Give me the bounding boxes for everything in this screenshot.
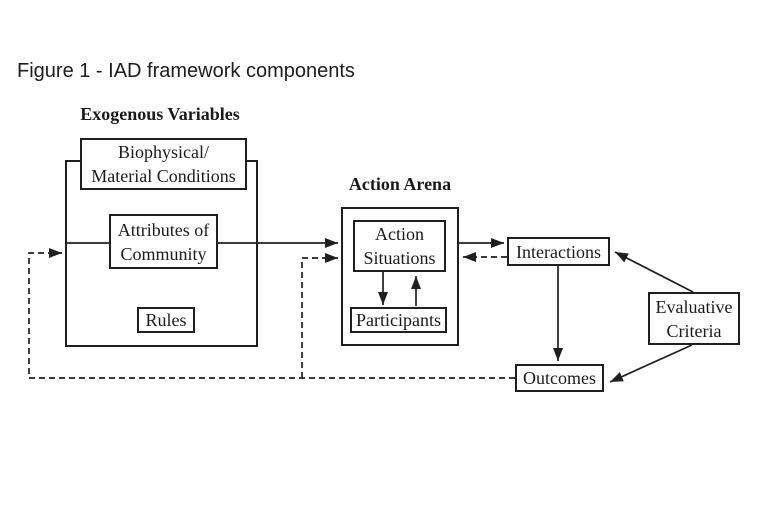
- exogenous-variables-label: Exogenous Variables: [80, 104, 240, 124]
- node-participants: Participants: [350, 307, 447, 333]
- node-label: Interactions: [516, 241, 601, 262]
- edge-outcomes-feedback-to-action-arena: [301, 253, 338, 378]
- node-attributes-of-community: Attributes of Community: [109, 214, 218, 269]
- node-label: Outcomes: [523, 368, 596, 388]
- edge-evaluative-criteria-to-outcomes: [609, 344, 693, 383]
- node-outcomes: Outcomes: [515, 364, 604, 392]
- node-label-line: Situations: [363, 248, 436, 268]
- node-label-line: Biophysical/: [118, 142, 209, 162]
- node-biophysical-material-conditions: Biophysical/ Material Conditions: [80, 138, 247, 190]
- node-label-line: Attributes of: [117, 219, 210, 240]
- node-interactions: Interactions: [507, 237, 610, 266]
- node-action-situations: Action Situations: [353, 220, 446, 272]
- node-label-line: Material Conditions: [91, 166, 236, 186]
- node-rules: Rules: [137, 307, 195, 333]
- node-evaluative-criteria: Evaluative Criteria: [648, 292, 740, 345]
- action-arena-label: Action Arena: [348, 174, 452, 194]
- action-arena-frame: [341, 207, 459, 346]
- figure-title: Figure 1 - IAD framework components: [17, 60, 355, 82]
- node-label-line: Evaluative: [655, 296, 733, 317]
- node-label-line: Action: [375, 224, 424, 244]
- node-label-line: Community: [120, 243, 207, 264]
- edge-outcomes-feedback-to-exogenous: [28, 248, 515, 379]
- edge-evaluative-criteria-to-interactions: [614, 251, 694, 293]
- node-label-line: Criteria: [666, 320, 722, 341]
- node-label: Participants: [356, 310, 441, 330]
- node-label: Rules: [145, 310, 187, 330]
